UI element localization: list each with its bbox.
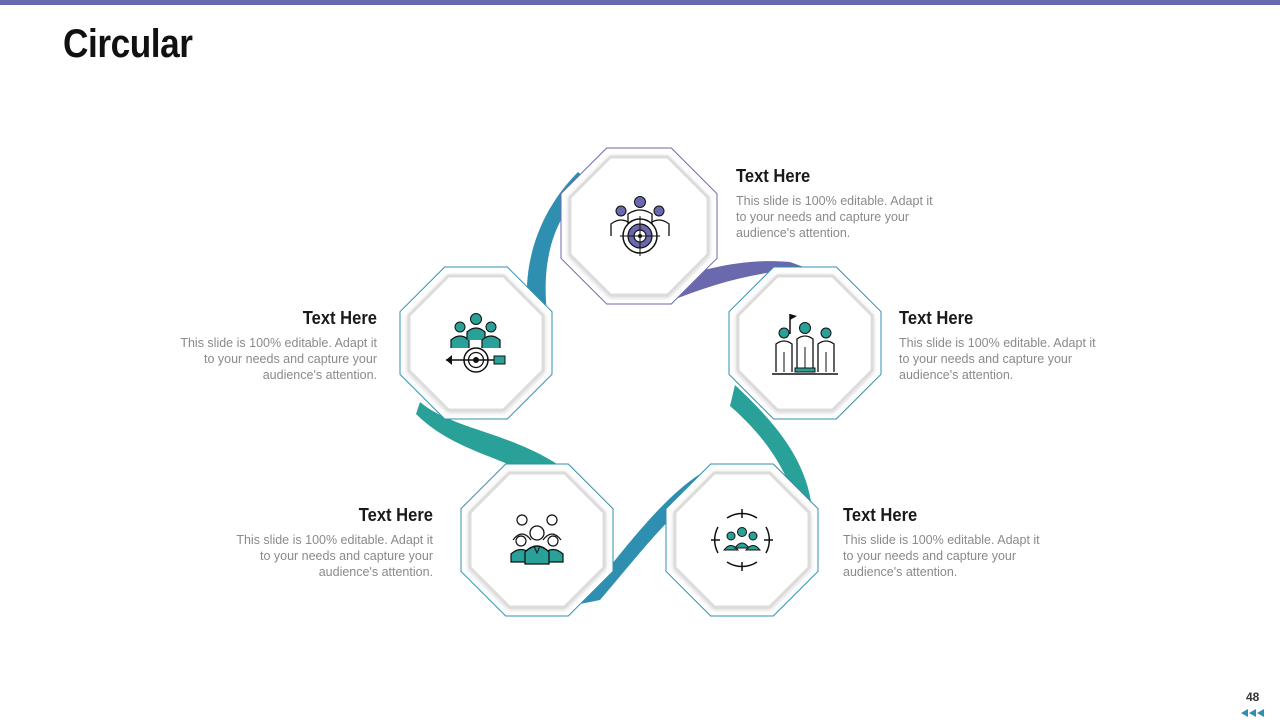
- top-accent-bar: [0, 0, 1280, 5]
- text-block-heading: Text Here: [302, 308, 377, 328]
- node-bottom-left: [460, 463, 614, 617]
- node-top: [560, 147, 718, 305]
- text-block-body: This slide is 100% editable. Adapt it to…: [180, 336, 377, 382]
- node-left-inner: [407, 274, 545, 412]
- node-bottom-right: [665, 463, 819, 617]
- page-number: 48: [1246, 690, 1260, 704]
- text-block-body: This slide is 100% editable. Adapt it to…: [843, 533, 1040, 579]
- text-block-bottom-left: Text Here This slide is 100% editable. A…: [223, 505, 433, 580]
- ribbon-left-top: [526, 172, 590, 322]
- node-left: [399, 266, 553, 420]
- text-block-right: Text Here This slide is 100% editable. A…: [899, 308, 1109, 383]
- node-right: [728, 266, 882, 420]
- leader-flag-team-icon: [772, 314, 838, 375]
- crosshair-team-icon: [711, 509, 773, 571]
- text-block-bottom-right: Text Here This slide is 100% editable. A…: [843, 505, 1053, 580]
- text-block-heading: Text Here: [358, 505, 433, 525]
- text-block-heading: Text Here: [736, 166, 811, 186]
- text-block-heading: Text Here: [843, 505, 918, 525]
- text-block-top: Text Here This slide is 100% editable. A…: [736, 166, 946, 241]
- text-block-heading: Text Here: [899, 308, 974, 328]
- team-target-icon: [610, 196, 670, 256]
- text-block-body: This slide is 100% editable. Adapt it to…: [899, 336, 1096, 382]
- text-block-body: This slide is 100% editable. Adapt it to…: [236, 533, 433, 579]
- group-icon: [510, 514, 564, 565]
- node-bottom-right-inner: [673, 471, 811, 609]
- team-dart-target-icon: [446, 313, 506, 373]
- node-right-inner: [736, 274, 874, 412]
- slide-title: Circular: [63, 22, 193, 66]
- text-block-left: Text Here This slide is 100% editable. A…: [167, 308, 377, 383]
- text-block-body: This slide is 100% editable. Adapt it to…: [736, 194, 933, 240]
- rewind-nav-icon[interactable]: [1240, 708, 1268, 718]
